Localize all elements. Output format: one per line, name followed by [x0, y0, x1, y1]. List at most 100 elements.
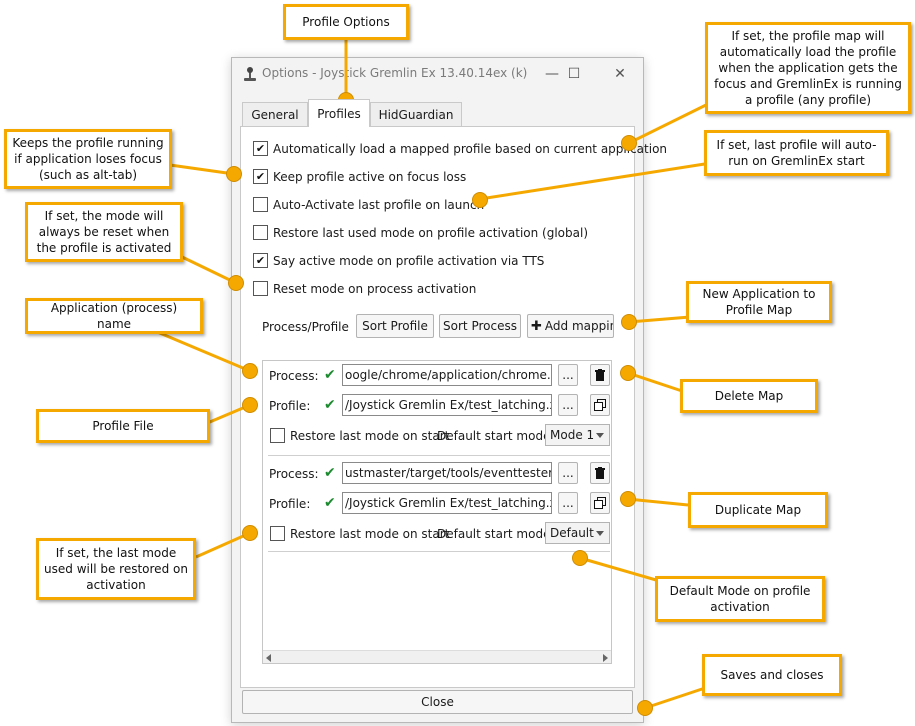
checkbox[interactable]	[270, 428, 285, 443]
valid-check-icon: ✔	[324, 495, 336, 511]
sort-profile-button[interactable]: Sort Profile	[356, 314, 434, 338]
callout-app-name: Application (process) name	[25, 298, 203, 334]
minimize-button[interactable]: —	[545, 66, 559, 82]
callout-keep-running: Keeps the profile running if application…	[4, 129, 172, 189]
chevron-down-icon	[596, 433, 604, 438]
profile-label: Profile:	[269, 399, 311, 413]
restore-last-mode-option[interactable]: Restore last mode on start	[270, 526, 449, 541]
marker-dot	[572, 550, 588, 566]
process-input[interactable]: ustmaster/target/tools/eventtester.exe	[342, 462, 552, 484]
checkbox[interactable]: ✔	[253, 253, 268, 268]
delete-map-button[interactable]	[590, 364, 610, 386]
browse-profile-button[interactable]: ...	[558, 394, 578, 416]
callout-profile-options: Profile Options	[283, 4, 409, 40]
valid-check-icon: ✔	[324, 465, 336, 481]
marker-dot	[242, 525, 258, 541]
marker-dot	[621, 314, 637, 330]
restore-last-mode-option[interactable]: Restore last mode on start	[270, 428, 449, 443]
duplicate-map-button[interactable]	[590, 492, 610, 514]
default-mode-label: Default start mode:	[437, 527, 555, 541]
valid-check-icon: ✔	[324, 397, 336, 413]
chevron-down-icon	[596, 531, 604, 536]
callout-auto-run: If set, last profile will auto-run on Gr…	[704, 130, 889, 176]
trash-icon	[595, 369, 605, 381]
option-label: Auto-Activate last profile on launch	[273, 197, 485, 212]
profile-label: Profile:	[269, 497, 311, 511]
callout-profile-file: Profile File	[36, 409, 210, 443]
window-title: Options - Joystick Gremlin Ex 13.40.14ex…	[262, 66, 528, 80]
marker-dot	[637, 700, 653, 716]
callout-saves-closes: Saves and closes	[702, 654, 842, 696]
duplicate-map-button[interactable]	[590, 394, 610, 416]
default-mode-select[interactable]: Default	[545, 522, 610, 544]
option-label: Keep profile active on focus loss	[273, 169, 467, 184]
trash-icon	[595, 467, 605, 479]
copy-icon	[594, 497, 606, 509]
option-keep-active[interactable]: ✔ Keep profile active on focus loss	[253, 169, 466, 184]
checkbox[interactable]	[253, 225, 268, 240]
plus-icon: ✚	[531, 318, 542, 334]
default-mode-select[interactable]: Mode 1	[545, 424, 610, 446]
divider	[268, 455, 610, 456]
tab-hidguardian[interactable]: HidGuardian	[370, 102, 462, 126]
marker-dot	[242, 363, 258, 379]
process-profile-label: Process/Profile r	[262, 320, 350, 334]
sort-process-button[interactable]: Sort Process	[439, 314, 521, 338]
option-label: Restore last used mode on profile activa…	[273, 225, 589, 240]
joystick-icon	[244, 67, 256, 81]
valid-check-icon: ✔	[324, 367, 336, 383]
option-auto-activate[interactable]: Auto-Activate last profile on launch	[253, 197, 484, 212]
profile-input[interactable]: /Joystick Gremlin Ex/test_latching.xml	[342, 492, 552, 514]
close-button[interactable]: Close	[242, 690, 633, 714]
process-input[interactable]: oogle/chrome/application/chrome.exe	[342, 364, 552, 386]
callout-default-mode: Default Mode on profile activation	[655, 576, 825, 622]
add-mapping-button[interactable]: ✚ Add mapping	[527, 314, 614, 338]
callout-new-application: New Application to Profile Map	[686, 281, 832, 323]
process-label: Process:	[269, 467, 319, 481]
checkbox[interactable]	[253, 197, 268, 212]
option-auto-load[interactable]: ✔ Automatically load a mapped profile ba…	[253, 141, 667, 156]
option-label: Automatically load a mapped profile base…	[273, 141, 668, 156]
delete-map-button[interactable]	[590, 462, 610, 484]
maximize-button[interactable]: ☐	[567, 66, 581, 82]
horizontal-scrollbar[interactable]	[263, 650, 611, 663]
divider	[268, 551, 610, 552]
marker-dot	[620, 491, 636, 507]
option-restore-mode-global[interactable]: Restore last used mode on profile activa…	[253, 225, 588, 240]
default-mode-label: Default start mode:	[437, 429, 555, 443]
restore-label: Restore last mode on start	[290, 428, 450, 443]
marker-dot	[621, 135, 637, 151]
callout-delete-map: Delete Map	[680, 379, 818, 413]
options-dialog: Options - Joystick Gremlin Ex 13.40.14ex…	[231, 57, 667, 723]
marker-dot	[620, 365, 636, 381]
marker-dot	[472, 192, 488, 208]
callout-auto-load: If set, the profile map will automatical…	[705, 22, 911, 114]
option-say-mode-tts[interactable]: ✔ Say active mode on profile activation …	[253, 253, 544, 268]
option-reset-mode[interactable]: Reset mode on process activation	[253, 281, 476, 296]
scroll-right-icon[interactable]	[603, 654, 608, 662]
callout-reset-mode: If set, the mode will always be reset wh…	[25, 202, 183, 262]
marker-dot	[242, 397, 258, 413]
tab-general[interactable]: General	[242, 102, 308, 126]
add-mapping-label: Add mapping	[544, 319, 613, 333]
callout-restore-mode: If set, the last mode used will be resto…	[36, 538, 196, 600]
marker-dot	[226, 166, 242, 182]
callout-duplicate-map: Duplicate Map	[688, 492, 828, 528]
scroll-left-icon[interactable]	[266, 654, 271, 662]
checkbox[interactable]: ✔	[253, 141, 268, 156]
process-label: Process:	[269, 369, 319, 383]
tab-profiles[interactable]: Profiles	[308, 99, 370, 127]
option-label: Say active mode on profile activation vi…	[273, 253, 545, 268]
browse-process-button[interactable]: ...	[558, 364, 578, 386]
copy-icon	[594, 399, 606, 411]
option-label: Reset mode on process activation	[273, 281, 477, 296]
profile-input[interactable]: /Joystick Gremlin Ex/test_latching.xml	[342, 394, 552, 416]
checkbox[interactable]: ✔	[253, 169, 268, 184]
title-bar: Options - Joystick Gremlin Ex 13.40.14ex…	[232, 58, 643, 90]
browse-profile-button[interactable]: ...	[558, 492, 578, 514]
close-window-button[interactable]: ✕	[614, 66, 626, 82]
checkbox[interactable]	[270, 526, 285, 541]
browse-process-button[interactable]: ...	[558, 462, 578, 484]
checkbox[interactable]	[253, 281, 268, 296]
marker-dot	[228, 275, 244, 291]
